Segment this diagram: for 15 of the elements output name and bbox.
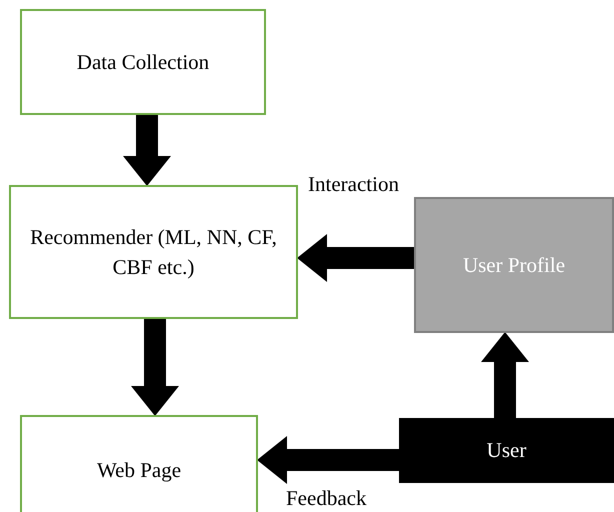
arrow xyxy=(131,319,179,416)
box-text: User Profile xyxy=(462,252,566,279)
process-box xyxy=(20,9,266,115)
process-box xyxy=(399,418,614,483)
process-box xyxy=(414,197,614,333)
process-box xyxy=(20,415,258,512)
arrow xyxy=(297,234,414,282)
box-text: Data Collection xyxy=(76,48,210,76)
arrow xyxy=(481,332,529,418)
box-text: Web Page xyxy=(96,456,182,484)
arrow xyxy=(123,115,171,186)
process-box xyxy=(9,185,298,319)
box-text: Recommender (ML, NN, CF, CBF etc.) xyxy=(29,224,278,281)
box-text: User xyxy=(486,437,526,464)
arrow xyxy=(257,436,399,484)
